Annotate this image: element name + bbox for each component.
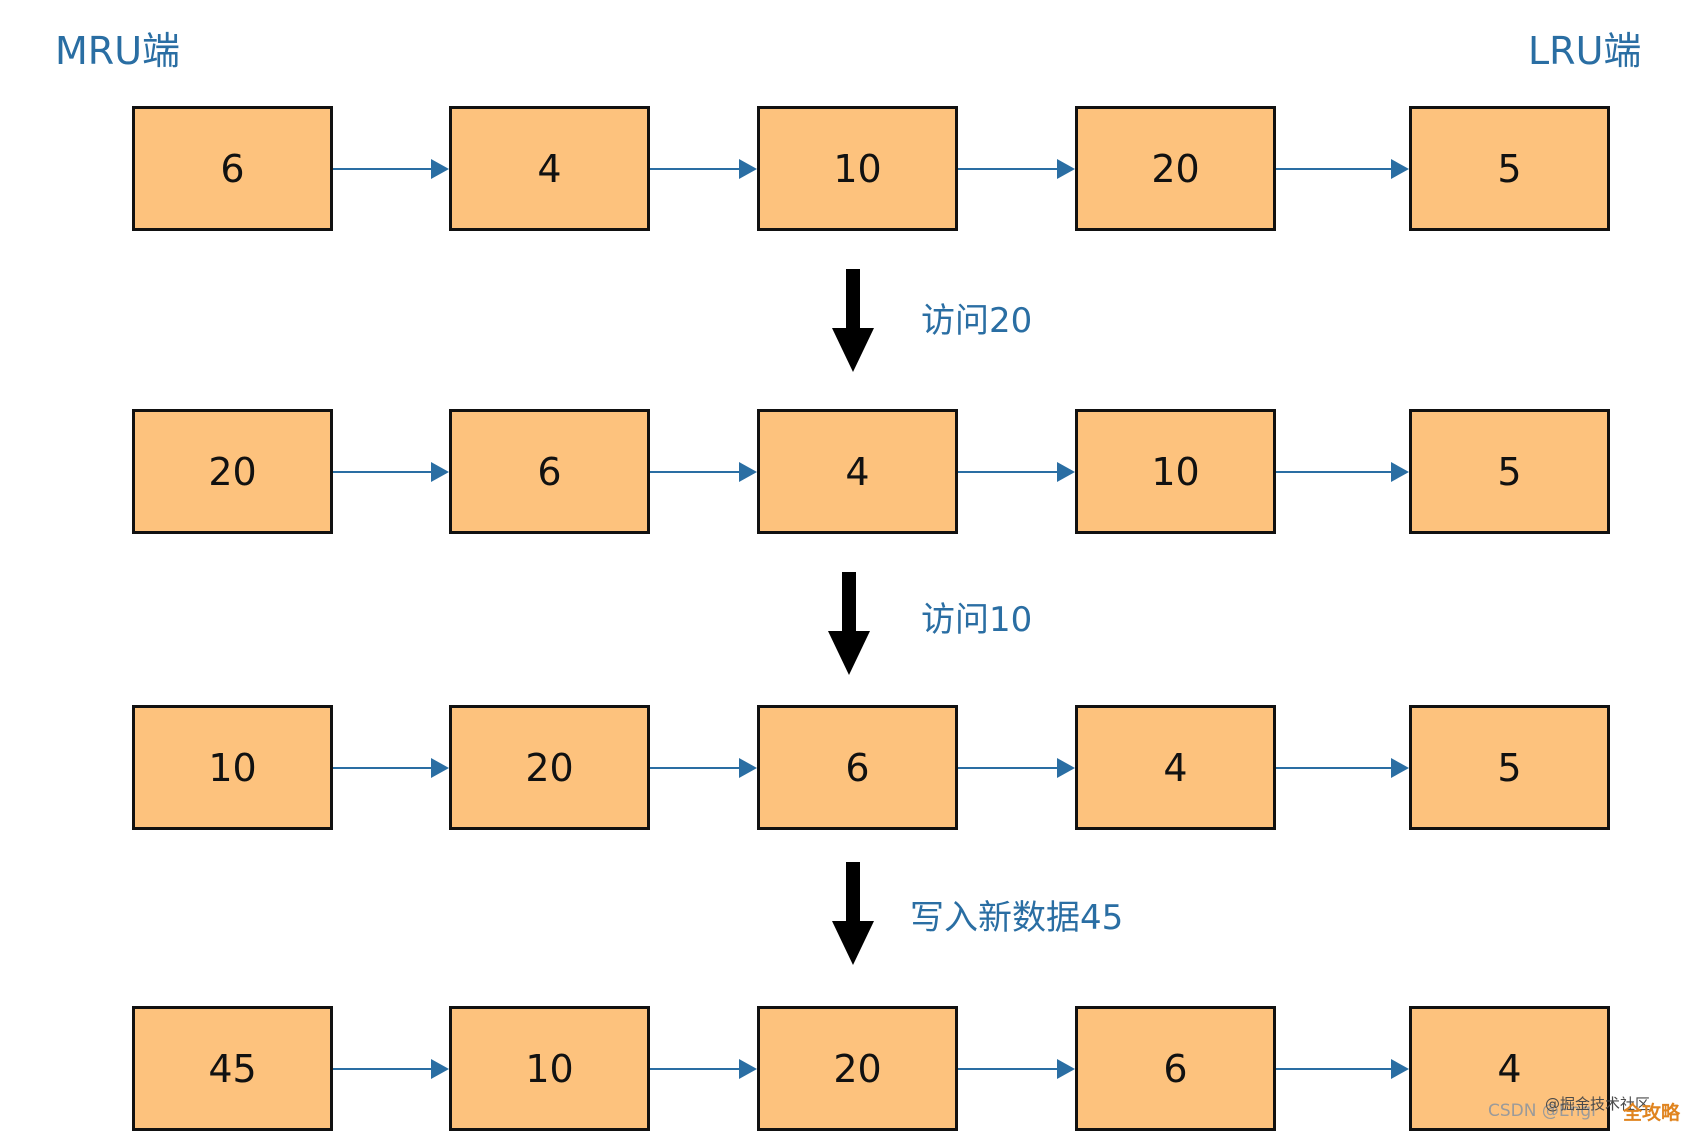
step2-arrow-head bbox=[828, 631, 870, 675]
row4-link-2-arrowhead bbox=[739, 1059, 757, 1079]
step1-arrow-shaft bbox=[846, 269, 860, 332]
row3-node-5: 5 bbox=[1409, 705, 1610, 830]
site-watermark: 全攻略 bbox=[1623, 1102, 1681, 1124]
csdn-watermark: CSDN @Engi bbox=[1488, 1101, 1596, 1121]
row4-node-5: 4 bbox=[1409, 1006, 1610, 1131]
row2-node-3: 4 bbox=[757, 409, 958, 534]
row3-link-2-arrowhead bbox=[739, 758, 757, 778]
step1-arrow-head bbox=[832, 328, 874, 372]
row3-link-4-arrowhead bbox=[1391, 758, 1409, 778]
step3-arrow-head bbox=[832, 921, 874, 965]
row3-link-1-arrowhead bbox=[431, 758, 449, 778]
row1-node-5: 5 bbox=[1409, 106, 1610, 231]
row2-link-3-arrowhead bbox=[1057, 462, 1075, 482]
step3-arrow-shaft bbox=[846, 862, 860, 925]
row2-link-2-arrowhead bbox=[739, 462, 757, 482]
row3-node-1: 10 bbox=[132, 705, 333, 830]
lru-end-label: LRU端 bbox=[1528, 29, 1642, 73]
row2-node-2: 6 bbox=[449, 409, 650, 534]
row4-node-3: 20 bbox=[757, 1006, 958, 1131]
row4-node-4: 6 bbox=[1075, 1006, 1276, 1131]
step2-arrow-shaft bbox=[842, 572, 856, 635]
row1-node-2: 4 bbox=[449, 106, 650, 231]
row3-node-3: 6 bbox=[757, 705, 958, 830]
row2-link-4-arrowhead bbox=[1391, 462, 1409, 482]
row3-node-2: 20 bbox=[449, 705, 650, 830]
row4-link-4-arrowhead bbox=[1391, 1059, 1409, 1079]
step3-label: 写入新数据45 bbox=[910, 898, 1124, 938]
juejin-watermark: @掘金技术社区 bbox=[1545, 1095, 1651, 1113]
step2-label: 访问10 bbox=[921, 600, 1033, 640]
row4-node-2: 10 bbox=[449, 1006, 650, 1131]
row1-node-4: 20 bbox=[1075, 106, 1276, 231]
mru-end-label: MRU端 bbox=[55, 29, 181, 73]
row3-link-3-arrowhead bbox=[1057, 758, 1075, 778]
row1-link-2-arrowhead bbox=[739, 159, 757, 179]
row2-node-5: 5 bbox=[1409, 409, 1610, 534]
row2-node-1: 20 bbox=[132, 409, 333, 534]
step1-label: 访问20 bbox=[921, 301, 1033, 341]
row4-node-1: 45 bbox=[132, 1006, 333, 1131]
row2-node-4: 10 bbox=[1075, 409, 1276, 534]
row2-link-1-arrowhead bbox=[431, 462, 449, 482]
row3-node-4: 4 bbox=[1075, 705, 1276, 830]
row1-node-1: 6 bbox=[132, 106, 333, 231]
row1-node-3: 10 bbox=[757, 106, 958, 231]
row4-link-3-arrowhead bbox=[1057, 1059, 1075, 1079]
row1-link-4-arrowhead bbox=[1391, 159, 1409, 179]
row1-link-3-arrowhead bbox=[1057, 159, 1075, 179]
row1-link-1-arrowhead bbox=[431, 159, 449, 179]
row4-link-1-arrowhead bbox=[431, 1059, 449, 1079]
